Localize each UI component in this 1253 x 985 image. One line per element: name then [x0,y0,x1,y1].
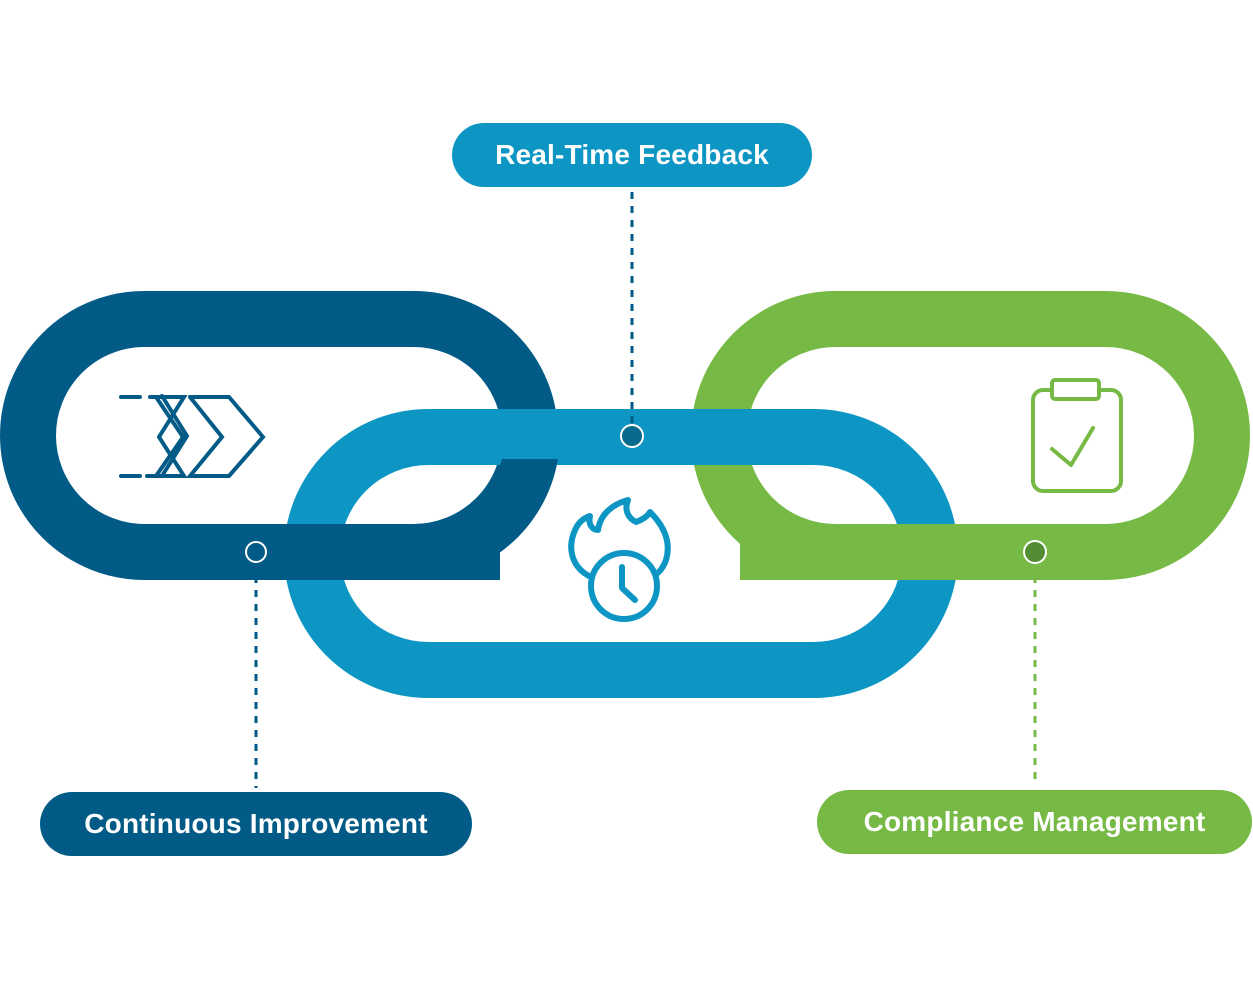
connector-compliance-dot [1023,540,1047,564]
continuous-improvement-label: Continuous Improvement [40,792,472,856]
real-time-feedback-text: Real-Time Feedback [495,139,769,170]
link-dark-blue-arc-overlap [414,459,558,580]
compliance-management-text: Compliance Management [863,806,1206,837]
connector-feedback-dot [620,424,644,448]
clipboard-check-icon [1031,378,1123,493]
compliance-management-label: Compliance Management [817,790,1252,854]
double-chevron-forward-icon [119,394,266,478]
connector-improvement-dot [245,541,267,563]
fire-clock-icon [568,497,671,622]
real-time-feedback-label: Real-Time Feedback [452,123,812,187]
link-green-bottom-bar-overlap [740,524,970,580]
continuous-improvement-text: Continuous Improvement [84,808,428,839]
